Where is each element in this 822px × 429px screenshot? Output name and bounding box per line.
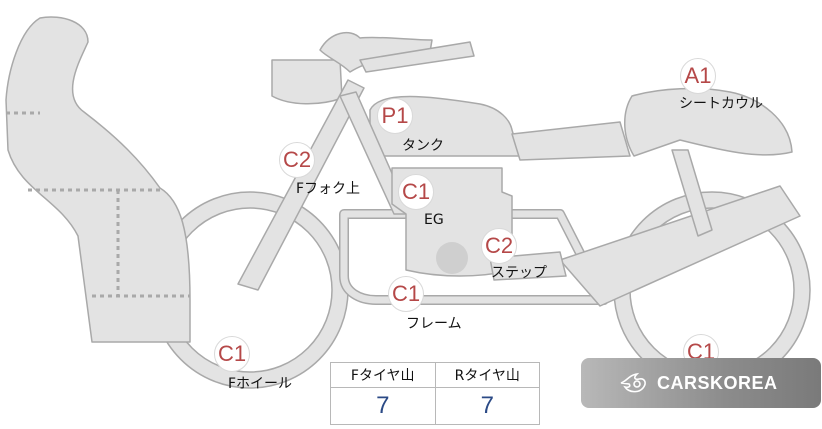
badge-step[interactable]: C2 [481,228,517,264]
badge-engine[interactable]: C1 [398,174,434,210]
label-step: ステップ [491,265,547,281]
badge-frame[interactable]: C1 [388,276,424,312]
front-tyre-header: Fタイヤ山 [330,362,436,388]
label-seat-cowl: シートカウル [679,96,763,112]
flame-logo-icon [620,372,646,393]
badge-front-wheel[interactable]: C1 [214,336,250,372]
front-fairing-shape [5,16,191,343]
front-tyre-value: 7 [330,387,436,425]
rear-tyre-header: Rタイヤ山 [434,362,540,388]
label-engine: EG [424,212,444,228]
logo-text: CARSKOREA [657,372,778,393]
label-front-wheel: Fホイール [228,376,293,392]
badge-frame-code: C1 [391,281,421,306]
front-fork-shape [237,79,365,291]
badge-seat-cowl[interactable]: A1 [680,58,716,94]
badge-front-fork-code: C2 [282,147,312,172]
badge-front-fork[interactable]: C2 [279,142,315,178]
tyre-tread-table: Fタイヤ山 Rタイヤ山 7 7 [330,362,540,425]
badge-tank-code: P1 [381,103,409,128]
badge-step-code: C2 [484,233,514,258]
label-frame: フレーム [406,316,462,332]
badge-engine-code: C1 [401,179,431,204]
carskorea-logo: CARSKOREA [581,358,821,408]
badge-front-wheel-code: C1 [217,341,247,366]
label-front-fork: Fフォク上 [296,181,361,197]
badge-seat-cowl-code: A1 [684,63,712,88]
label-tank: タンク [402,138,444,154]
rear-tyre-value: 7 [434,387,540,425]
badge-tank[interactable]: P1 [377,98,413,134]
